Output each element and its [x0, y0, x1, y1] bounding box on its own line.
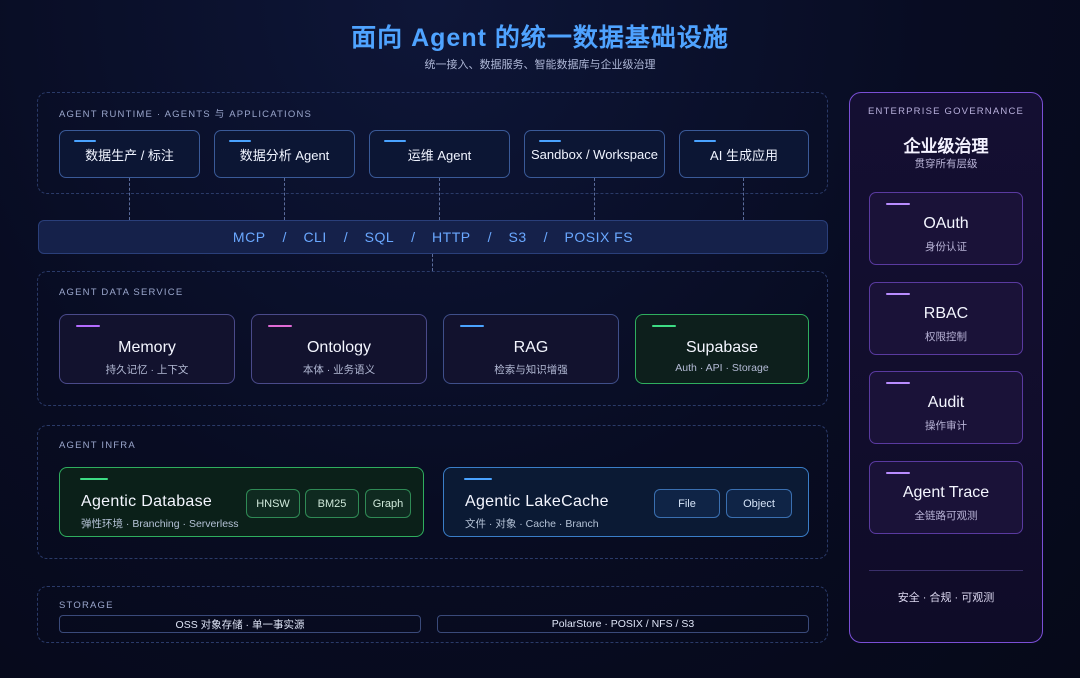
protocol-sql: SQL: [364, 229, 395, 245]
accent-bar: [76, 325, 100, 327]
governance-card-title: Audit: [927, 394, 965, 411]
protocol-separator: /: [543, 229, 548, 245]
infra-card-agentic-database[interactable]: Agentic Database 弹性环境 · Branching · Serv…: [59, 467, 424, 537]
chip-graph[interactable]: Graph: [365, 489, 411, 518]
governance-label: ENTERPRISE GOVERNANCE: [867, 106, 1025, 117]
chip-hnsw[interactable]: HNSW: [246, 489, 300, 518]
storage-oss[interactable]: OSS 对象存储 · 单一事实源: [59, 615, 421, 633]
connector-line: [439, 178, 440, 220]
governance-card-subtitle: 身份认证: [925, 241, 967, 253]
infra-card-subtitle: 文件 · 对象 · Cache · Branch: [465, 518, 599, 530]
accent-bar: [384, 140, 406, 142]
infra-card-subtitle: 弹性环境 · Branching · Serverless: [81, 518, 239, 530]
service-card-rag[interactable]: RAG 检索与知识增强: [443, 314, 619, 384]
storage-layer-label: STORAGE: [59, 600, 114, 611]
governance-card-agent-trace[interactable]: Agent Trace 全链路可观测: [869, 461, 1023, 534]
accent-bar: [694, 140, 716, 142]
governance-divider: [869, 570, 1023, 571]
runtime-card-label: 数据分析 Agent: [239, 147, 330, 163]
accent-bar: [539, 140, 561, 142]
infra-layer: [37, 425, 828, 559]
accent-bar: [652, 325, 676, 327]
accent-bar: [886, 472, 910, 474]
protocol-band: MCP / CLI / SQL / HTTP / S3 / POSIX FS: [38, 220, 828, 254]
protocol-separator: /: [487, 229, 492, 245]
runtime-card-sandbox-workspace[interactable]: Sandbox / Workspace: [524, 130, 665, 178]
protocol-separator: /: [411, 229, 416, 245]
protocol-separator: /: [282, 229, 287, 245]
accent-bar: [80, 478, 108, 480]
data-service-layer-label: AGENT DATA SERVICE: [59, 287, 184, 298]
governance-footer: 安全 · 合规 · 可观测: [897, 592, 995, 604]
service-card-subtitle: 持久记忆 · 上下文: [105, 364, 189, 376]
service-card-title: Memory: [118, 339, 176, 356]
runtime-card-label: 运维 Agent: [407, 147, 472, 163]
connector-line: [743, 178, 744, 220]
governance-card-audit[interactable]: Audit 操作审计: [869, 371, 1023, 444]
governance-card-subtitle: 全链路可观测: [914, 510, 978, 522]
governance-card-oauth[interactable]: OAuth 身份认证: [869, 192, 1023, 265]
storage-layer: [37, 586, 828, 643]
governance-card-title: RBAC: [923, 305, 969, 322]
accent-bar: [460, 325, 484, 327]
connector-line: [284, 178, 285, 220]
infra-card-title: Agentic Database: [81, 493, 213, 510]
connector-line: [432, 254, 433, 271]
runtime-layer-label: AGENT RUNTIME · AGENTS 与 APPLICATIONS: [59, 109, 313, 120]
storage-polarstore[interactable]: PolarStore · POSIX / NFS / S3: [437, 615, 809, 633]
protocol-cli: CLI: [303, 229, 327, 245]
connector-line: [129, 178, 130, 220]
accent-bar: [74, 140, 96, 142]
protocol-separator: /: [343, 229, 348, 245]
data-service-layer: [37, 271, 828, 406]
connector-line: [594, 178, 595, 220]
protocol-mcp: MCP: [232, 229, 266, 245]
service-card-memory[interactable]: Memory 持久记忆 · 上下文: [59, 314, 235, 384]
chip-file[interactable]: File: [654, 489, 720, 518]
page-title: 面向 Agent 的统一数据基础设施: [351, 24, 729, 52]
service-card-subtitle: Auth · API · Storage: [675, 362, 769, 374]
protocol-s3: S3: [508, 229, 527, 245]
chip-bm25[interactable]: BM25: [305, 489, 359, 518]
page-subtitle: 统一接入、数据服务、智能数据库与企业级治理: [424, 59, 656, 71]
accent-bar: [268, 325, 292, 327]
protocol-posix-fs: POSIX FS: [564, 229, 634, 245]
accent-bar: [886, 293, 910, 295]
protocol-http: HTTP: [432, 229, 471, 245]
runtime-card-label: Sandbox / Workspace: [531, 146, 658, 162]
runtime-card-ai-apps[interactable]: AI 生成应用: [679, 130, 809, 178]
runtime-layer: [37, 92, 828, 194]
runtime-card-ops-agent[interactable]: 运维 Agent: [369, 130, 510, 178]
service-card-title: RAG: [513, 339, 549, 356]
service-card-supabase[interactable]: Supabase Auth · API · Storage: [635, 314, 809, 384]
service-card-subtitle: 检索与知识增强: [494, 364, 568, 376]
accent-bar: [886, 203, 910, 205]
service-card-title: Ontology: [306, 339, 372, 356]
infra-card-title: Agentic LakeCache: [465, 493, 609, 510]
service-card-title: Supabase: [685, 339, 759, 356]
governance-card-rbac[interactable]: RBAC 权限控制: [869, 282, 1023, 355]
runtime-card-label: AI 生成应用: [710, 147, 778, 163]
runtime-card-data-analysis-agent[interactable]: 数据分析 Agent: [214, 130, 355, 178]
runtime-card-data-production[interactable]: 数据生产 / 标注: [59, 130, 200, 178]
governance-card-subtitle: 操作审计: [925, 420, 967, 432]
governance-panel: [849, 92, 1043, 643]
service-card-subtitle: 本体 · 业务语义: [302, 364, 376, 376]
accent-bar: [464, 478, 492, 480]
governance-card-title: OAuth: [923, 215, 969, 232]
governance-card-title: Agent Trace: [902, 484, 990, 501]
infra-layer-label: AGENT INFRA: [59, 440, 136, 451]
governance-card-subtitle: 权限控制: [925, 331, 967, 343]
chip-object[interactable]: Object: [726, 489, 792, 518]
runtime-card-label: 数据生产 / 标注: [85, 147, 174, 163]
governance-title: 企业级治理: [903, 137, 989, 156]
accent-bar: [886, 382, 910, 384]
governance-subtitle: 贯穿所有层级: [914, 158, 978, 170]
infra-card-agentic-lakecache[interactable]: Agentic LakeCache 文件 · 对象 · Cache · Bran…: [443, 467, 809, 537]
accent-bar: [229, 140, 251, 142]
service-card-ontology[interactable]: Ontology 本体 · 业务语义: [251, 314, 427, 384]
